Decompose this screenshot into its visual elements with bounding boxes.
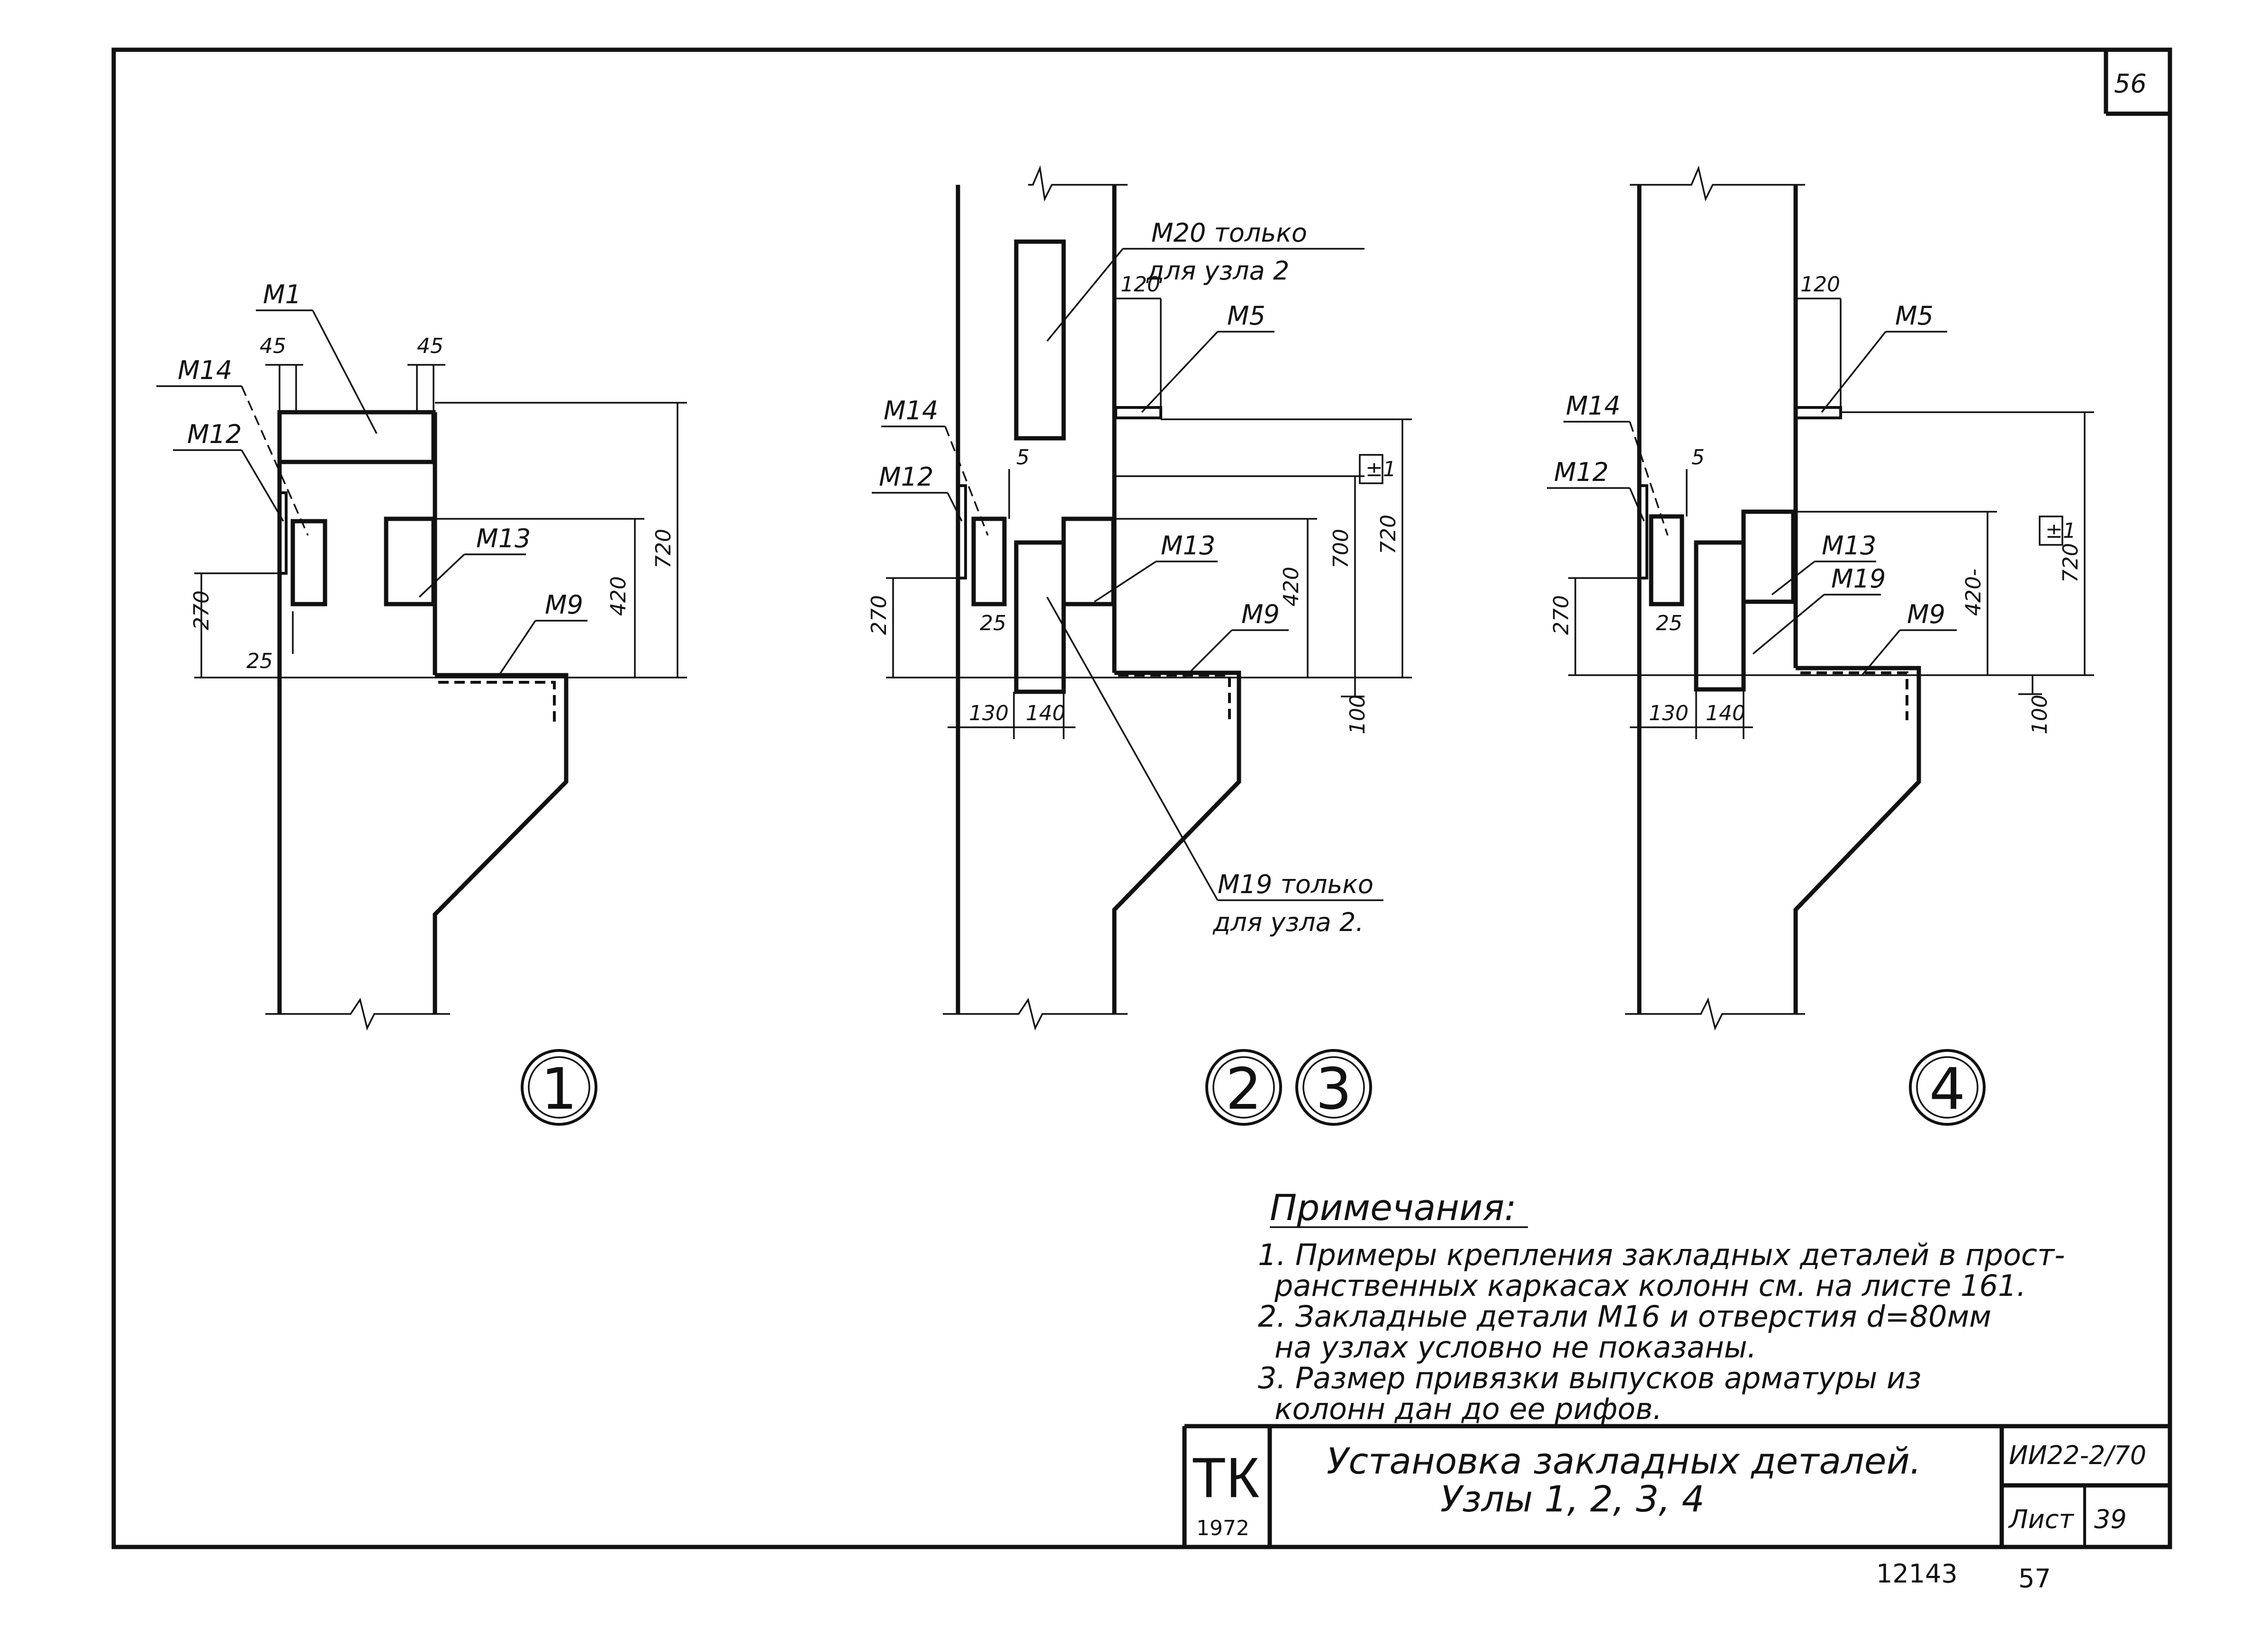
dimension-d45: 45 — [417, 334, 443, 358]
label-m14: М14 — [884, 396, 938, 425]
label-m13: М13 — [1822, 531, 1876, 561]
title-block: ТК 1972 Установка закладных деталей. Узл… — [1182, 1424, 2170, 1547]
tk-logo: ТК — [1192, 1446, 1259, 1510]
notes-heading: Примечания: — [1270, 1186, 1517, 1229]
dimension-d25: 25 — [1656, 611, 1682, 635]
label-m19-line1: М19 только — [1218, 869, 1373, 899]
note-line: 1. Примеры крепления закладных деталей в… — [1258, 1238, 2065, 1272]
node-3-circle: 3 — [1316, 1057, 1352, 1122]
dimension-d270: 270 — [190, 590, 214, 630]
m9-bar — [438, 681, 556, 725]
dimension-d100: 100 — [1346, 695, 1370, 734]
label-m14: М14 — [1566, 391, 1620, 421]
sheet-label: Лист — [2008, 1504, 2074, 1534]
m20-plate — [1014, 239, 1066, 441]
dimension-d700: 700 — [1329, 529, 1353, 569]
title-year: 1972 — [1196, 1516, 1249, 1540]
dimension-level: ±1 — [1365, 457, 1396, 481]
note-line: ранственных каркасах колонн см. на листе… — [1274, 1268, 2026, 1303]
dimension-d25: 25 — [246, 649, 273, 673]
note-line: на узлах условно не показаны. — [1274, 1330, 1756, 1365]
dimension-d140: 140 — [1706, 701, 1745, 725]
note-line: 3. Размер привязки выпусков арматуры из — [1258, 1361, 1921, 1395]
dimension-d720: 720 — [651, 529, 676, 569]
m5-plate — [1794, 406, 1842, 419]
node-2-3-drawing: 270 25 5 130 140 120 420 700 720 ±1 100 … — [867, 165, 1412, 1126]
node-1-drawing: 270 25 420 720 45 45 М1 М14 М12 М13 М9 — [156, 280, 687, 1126]
page-number-box: 56 — [2104, 50, 2170, 116]
label-m9: М9 — [1907, 599, 1945, 629]
node-1-circle: 1 — [541, 1057, 577, 1122]
m1-plate — [277, 410, 436, 464]
dimension-d25: 25 — [980, 611, 1006, 635]
note-line: колонн дан до ее рифов. — [1274, 1392, 1662, 1426]
label-m19-line2: для узла 2. — [1212, 907, 1364, 937]
sheet-number: 39 — [2094, 1504, 2127, 1534]
dimension-d420: 420 — [606, 576, 631, 616]
dimension-d270: 270 — [1549, 595, 1573, 635]
dimension-d720: 720 — [2059, 543, 2083, 583]
m14-plate — [290, 519, 327, 606]
dimension-d130: 130 — [1649, 701, 1689, 725]
dimension-level: ±1 — [2045, 519, 2076, 543]
dimension-d120: 120 — [1120, 272, 1160, 297]
m5-plate — [1114, 406, 1162, 419]
notes-block: Примечания: 1. Примеры крепления закладн… — [1258, 1186, 2065, 1426]
label-m19: М19 — [1831, 564, 1886, 594]
dimension-d45: 45 — [260, 334, 286, 358]
dimension-d420: 420 — [1279, 567, 1303, 606]
dimension-d270: 270 — [867, 595, 891, 635]
node-4-circle: 4 — [1929, 1057, 1965, 1122]
label-m12: М12 — [879, 462, 933, 492]
dimension-d5: 5 — [1016, 445, 1030, 470]
dimension-d130: 130 — [969, 701, 1009, 725]
page-number: 56 — [2114, 69, 2147, 99]
dimension-d5: 5 — [1691, 445, 1705, 470]
document-code: ИИ22-2/70 — [2009, 1440, 2146, 1470]
dimension-d140: 140 — [1026, 701, 1066, 725]
m13-plate — [384, 516, 436, 606]
title-line-2: Узлы 1, 2, 3, 4 — [1440, 1478, 1705, 1520]
label-m12: М12 — [187, 419, 242, 449]
label-m12: М12 — [1554, 457, 1608, 487]
label-m14: М14 — [178, 355, 232, 385]
label-m5: М5 — [1895, 301, 1934, 331]
frame-border — [111, 47, 2172, 1549]
footer-stamp-right: 57 — [2018, 1564, 2051, 1593]
label-m20-line2: для узла 2 — [1146, 256, 1289, 286]
label-m5: М5 — [1227, 301, 1265, 331]
label-m9: М9 — [545, 590, 583, 620]
label-m1: М1 — [263, 280, 301, 309]
dimension-d420dash: 420- — [1961, 569, 1986, 616]
dimension-d100: 100 — [2028, 695, 2052, 734]
label-m13: М13 — [1161, 531, 1215, 561]
dimension-d720: 720 — [1376, 515, 1401, 554]
node-4-drawing: 270 25 5 130 140 120 420- 720 ±1 100 М5 … — [1547, 165, 2094, 1126]
note-line: 2. Закладные детали М16 и отверстия d=80… — [1258, 1299, 1991, 1334]
label-m13: М13 — [476, 524, 531, 553]
label-m20-line1: М20 только — [1151, 218, 1307, 248]
dimension-d120: 120 — [1800, 272, 1840, 297]
title-line-1: Установка закладных деталей. — [1327, 1440, 1921, 1482]
footer-stamp-left: 12143 — [1876, 1559, 1958, 1589]
label-m9: М9 — [1241, 599, 1280, 629]
m12-plate — [278, 491, 288, 575]
node-2-circle: 2 — [1226, 1057, 1262, 1122]
